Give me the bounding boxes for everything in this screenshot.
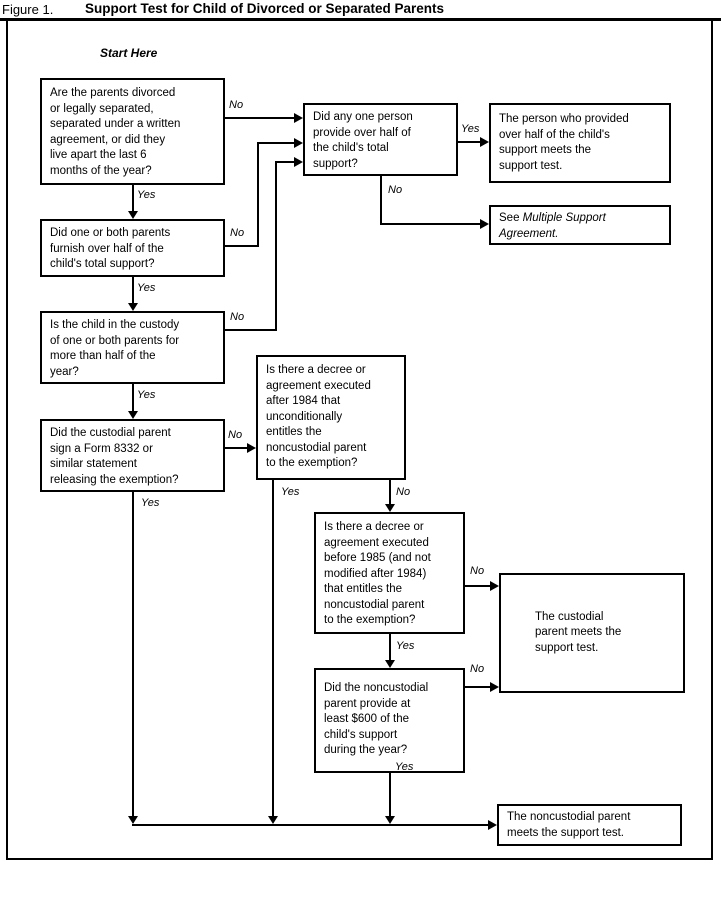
edge-600-no-line [465, 686, 491, 688]
edge-furnish-no-line-3 [257, 142, 295, 144]
edge-anyone-yes-arrow-icon [480, 137, 489, 147]
edge-decree84-yes-label: Yes [281, 486, 300, 498]
node-parents-divorced: Are the parents divorced or legally sepa… [40, 78, 225, 185]
edge-furnish-no-line-2 [257, 142, 259, 247]
node-text: The noncustodial parent meets the suppor… [507, 811, 631, 839]
edge-decree85-yes-label: Yes [396, 640, 415, 652]
edge-8332-no-line [225, 447, 248, 449]
edge-anyone-no-line-1 [380, 176, 382, 225]
node-any-one-person: Did any one person provide over half of … [303, 103, 458, 176]
start-here-label: Start Here [100, 46, 158, 60]
edge-divorced-yes-line [132, 185, 134, 212]
edge-divorced-yes-label: Yes [137, 189, 156, 201]
edge-decree85-yes-arrow-icon [385, 660, 395, 668]
node-parents-furnish-half: Did one or both parents furnish over hal… [40, 219, 225, 277]
node-text: Are the parents divorced or legally sepa… [50, 87, 181, 177]
edge-8332-no-label: No [228, 429, 243, 441]
edge-custody-no-line-1 [225, 329, 277, 331]
figure-title: Support Test for Child of Divorced or Se… [85, 1, 445, 16]
edge-anyone-no-arrow-icon [480, 219, 489, 229]
edge-decree84-no-label: No [396, 486, 411, 498]
node-noncustodial-600: Did the noncustodial parent provide at l… [314, 668, 465, 773]
edge-600-no-arrow-icon [490, 682, 499, 692]
edge-bottom-collector-arrow-icon [488, 820, 497, 830]
edge-furnish-yes-line [132, 277, 134, 304]
edge-decree84-yes-arrow-icon [268, 816, 278, 824]
edge-custody-no-line-3 [275, 161, 295, 163]
edge-divorced-no-label: No [229, 99, 244, 111]
edge-divorced-yes-arrow-icon [128, 211, 138, 219]
edge-custody-no-label: No [230, 311, 245, 323]
edge-8332-yes-line [132, 492, 134, 817]
node-text: Is the child in the custody of one or bo… [50, 319, 180, 378]
edge-custody-yes-line [132, 384, 134, 412]
figure-title-row: Figure 1. Support Test for Child of Divo… [0, 0, 721, 18]
node-text: The custodial parent meets the support t… [535, 610, 622, 654]
edge-8332-yes-arrow-icon [128, 816, 138, 824]
edge-divorced-no-line [225, 117, 295, 119]
node-text: Did the noncustodial parent provide at l… [324, 682, 429, 756]
edge-decree85-yes-line [389, 634, 391, 661]
node-custodial-meets: The custodial parent meets the support t… [499, 573, 685, 693]
edge-furnish-no-arrow-icon [294, 138, 303, 148]
edge-600-yes-line [389, 773, 391, 817]
edge-anyone-no-label: No [388, 184, 403, 196]
node-see-multiple-support: See Multiple Support Agreement. [489, 205, 671, 245]
node-text: Is there a decree or agreement executed … [266, 364, 371, 469]
node-person-provided-meets: The person who provided over half of the… [489, 103, 671, 183]
node-noncustodial-meets: The noncustodial parent meets the suppor… [497, 804, 682, 846]
edge-decree85-no-line [465, 585, 491, 587]
node-text: Did one or both parents furnish over hal… [50, 227, 171, 270]
edge-decree84-no-line [389, 480, 391, 505]
edge-decree84-yes-line [272, 480, 274, 817]
edge-8332-no-arrow-icon [247, 443, 256, 453]
edge-600-no-label: No [470, 663, 485, 675]
edge-divorced-no-arrow-icon [294, 113, 303, 123]
figure-number: Figure 1. [2, 2, 54, 17]
edge-8332-yes-label: Yes [141, 497, 160, 509]
edge-anyone-yes-label: Yes [461, 123, 480, 135]
node-decree-before-1985: Is there a decree or agreement executed … [314, 512, 465, 634]
edge-600-yes-arrow-icon [385, 816, 395, 824]
node-decree-after-1984: Is there a decree or agreement executed … [256, 355, 406, 480]
edge-furnish-no-line-1 [225, 245, 259, 247]
node-text: The person who provided over half of the… [499, 113, 629, 172]
edge-anyone-yes-line [458, 141, 481, 143]
node-text-prefix: See [499, 212, 523, 224]
edge-anyone-no-line-2 [380, 223, 480, 225]
edge-decree85-no-arrow-icon [490, 581, 499, 591]
edge-custody-yes-label: Yes [137, 389, 156, 401]
edge-custody-yes-arrow-icon [128, 411, 138, 419]
edge-decree85-no-label: No [470, 565, 485, 577]
edge-bottom-collector-line [132, 824, 489, 826]
edge-furnish-yes-label: Yes [137, 282, 156, 294]
node-text: Is there a decree or agreement executed … [324, 521, 431, 626]
edge-furnish-no-label: No [230, 227, 245, 239]
edge-600-yes-label: Yes [395, 761, 414, 773]
node-text-italic: Multiple Support Agreement. [499, 212, 606, 240]
edge-custody-no-arrow-icon [294, 157, 303, 167]
edge-custody-no-line-2 [275, 161, 277, 331]
node-text: Did the custodial parent sign a Form 833… [50, 427, 179, 486]
node-form-8332: Did the custodial parent sign a Form 833… [40, 419, 225, 492]
node-child-custody: Is the child in the custody of one or bo… [40, 311, 225, 384]
node-text: Did any one person provide over half of … [313, 111, 413, 170]
edge-furnish-yes-arrow-icon [128, 303, 138, 311]
edge-decree84-no-arrow-icon [385, 504, 395, 512]
